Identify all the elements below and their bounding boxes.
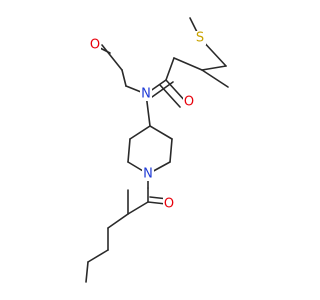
bond — [121, 69, 127, 87]
atom-nitrogen-amide: N — [140, 87, 152, 102]
atom-label: N — [143, 167, 153, 182]
atom-oxygen-acyl: O — [163, 197, 175, 212]
bond — [165, 57, 175, 81]
atom-label: O — [184, 95, 194, 110]
atom-label: O — [164, 197, 174, 212]
bond — [201, 69, 229, 88]
bond — [87, 249, 109, 263]
atom-label: N — [141, 87, 151, 102]
atom-sulfur: S — [194, 31, 206, 46]
bond — [85, 261, 89, 283]
bond — [169, 138, 173, 163]
atom-label: S — [196, 31, 204, 46]
bond — [107, 213, 129, 229]
bond — [129, 125, 151, 140]
bond — [159, 84, 181, 108]
bond — [127, 201, 149, 215]
atom-oxygen-carbonyl: O — [183, 95, 195, 110]
atom-oxygen-methoxy: O — [89, 38, 101, 53]
bond — [173, 57, 203, 71]
bond — [127, 138, 131, 163]
bond — [149, 125, 173, 140]
atom-layer: O S N O N O — [89, 31, 206, 212]
bond-layer — [85, 17, 229, 283]
atom-nitrogen-piperidine: N — [142, 167, 154, 182]
bond — [165, 79, 187, 103]
molecule-diagram: O S N O N O — [85, 17, 229, 283]
bond — [101, 44, 123, 71]
atom-label: O — [90, 38, 100, 53]
bond — [201, 65, 227, 71]
